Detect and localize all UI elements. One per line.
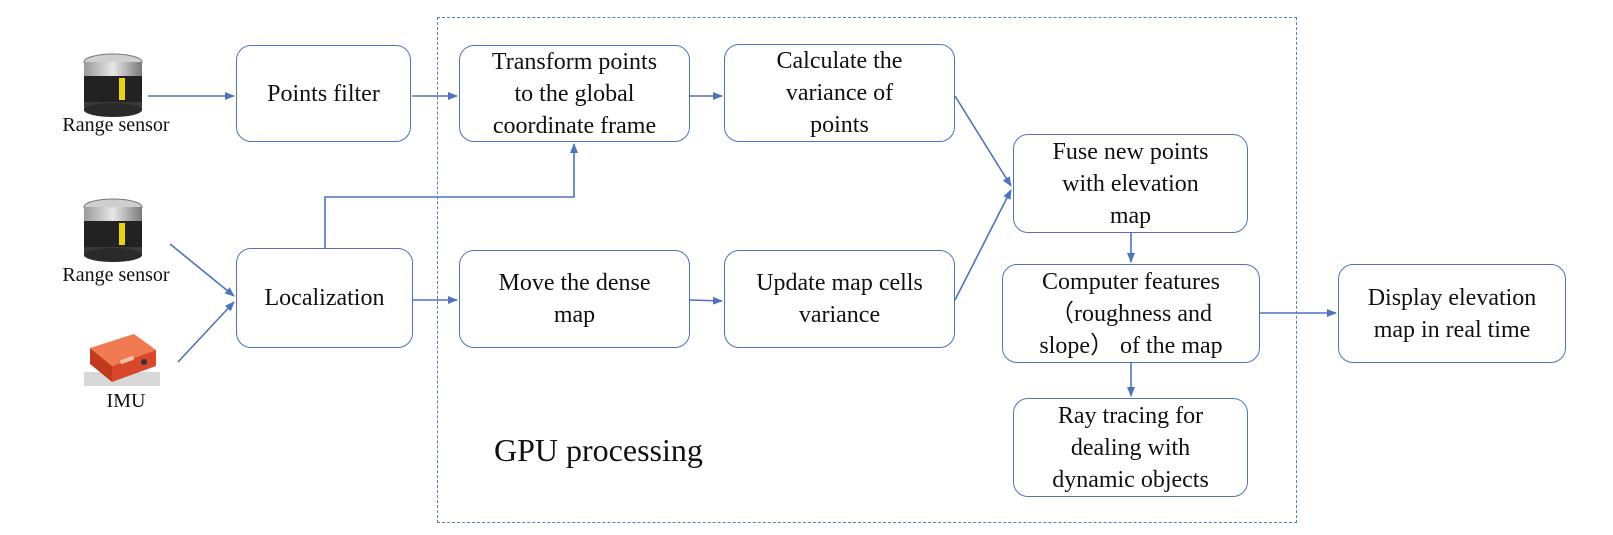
gpu-processing-label: GPU processing [494,432,703,468]
arrow-update-to-fuse [954,189,1012,301]
display-map-box: Display elevation map in real time [1338,264,1566,363]
localization-box: Localization [236,248,413,348]
fuse-points-box: Fuse new points with elevation map [1013,134,1248,233]
lidar-sensor-icon [83,198,143,262]
arrow-sensor2-to-localization [169,243,235,297]
points-filter-box: Points filter [236,45,411,142]
range-sensor-label-1: Range sensor [62,114,170,136]
move-dense-map-box: Move the dense map [459,250,690,348]
calculate-variance-box: Calculate the variance of points [724,44,955,142]
arrow-imu-to-localization [177,301,235,363]
gpu-processing-region [437,17,1297,523]
range-sensor-label-2: Range sensor [62,264,170,286]
lidar-sensor-icon [83,53,143,117]
imu-device-icon [84,334,160,386]
imu-label: IMU [106,390,146,412]
update-map-cells-box: Update map cells variance [724,250,955,348]
ray-tracing-box: Ray tracing for dealing with dynamic obj… [1013,398,1248,497]
arrow-variance-to-fuse [954,95,1012,187]
arrow-move-to-update [689,296,723,305]
compute-features-box: Computer features （roughness and slope） … [1002,264,1260,363]
arrow-localization-to-transform [324,143,578,248]
transform-points-box: Transform points to the global coordinat… [459,45,690,142]
